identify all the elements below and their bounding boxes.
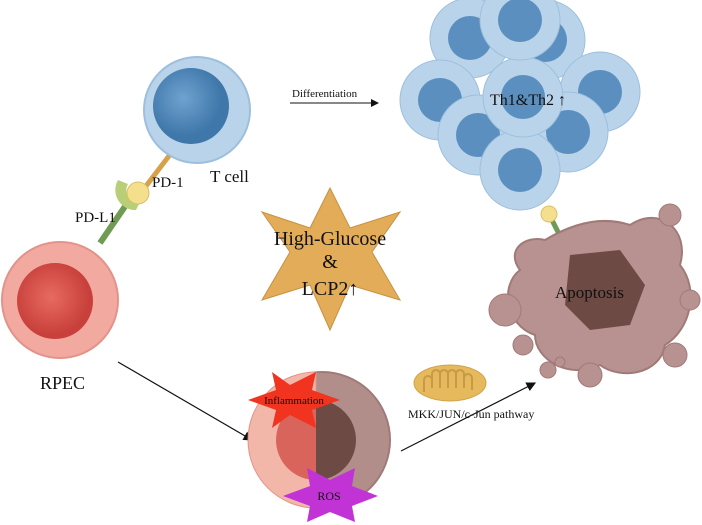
mitochondrion-icon [413, 364, 487, 402]
th-label: Th1&Th2 ↑ [490, 92, 566, 109]
apoptotic-cell [488, 203, 701, 388]
pathway-arrow [400, 382, 537, 452]
pd1-pdl1-complex [97, 180, 150, 245]
t-cell [141, 56, 251, 192]
center-line3: LCP2↑ [302, 278, 359, 300]
inflammation-label: Inflammation [264, 395, 324, 407]
differentiation-label: Differentiation [292, 88, 358, 100]
th-cell-cluster [399, 0, 641, 211]
center-line2: & [322, 251, 338, 273]
t-cell-label: T cell [210, 167, 249, 186]
th-cell-nucleus [546, 110, 590, 154]
th-cell-nucleus [498, 148, 542, 192]
apoptosis-label: Apoptosis [555, 283, 624, 302]
pdl1-label: PD-L1 [75, 210, 116, 226]
center-line1: High-Glucose [274, 228, 386, 250]
rpec-to-damage-arrow [117, 361, 254, 441]
inflammation-star [248, 372, 340, 428]
rpec-cell [1, 241, 119, 359]
pathway-label: MKK/JUN/c-Jun pathway [408, 407, 534, 421]
rpec-label: RPEC [40, 373, 85, 393]
ros-label: ROS [317, 489, 340, 503]
high-glucose-star [260, 186, 402, 332]
th-cell-nucleus [501, 75, 545, 119]
pd1-label: PD-1 [152, 175, 184, 191]
th-cell-nucleus [498, 0, 542, 42]
ros-star [283, 468, 378, 522]
